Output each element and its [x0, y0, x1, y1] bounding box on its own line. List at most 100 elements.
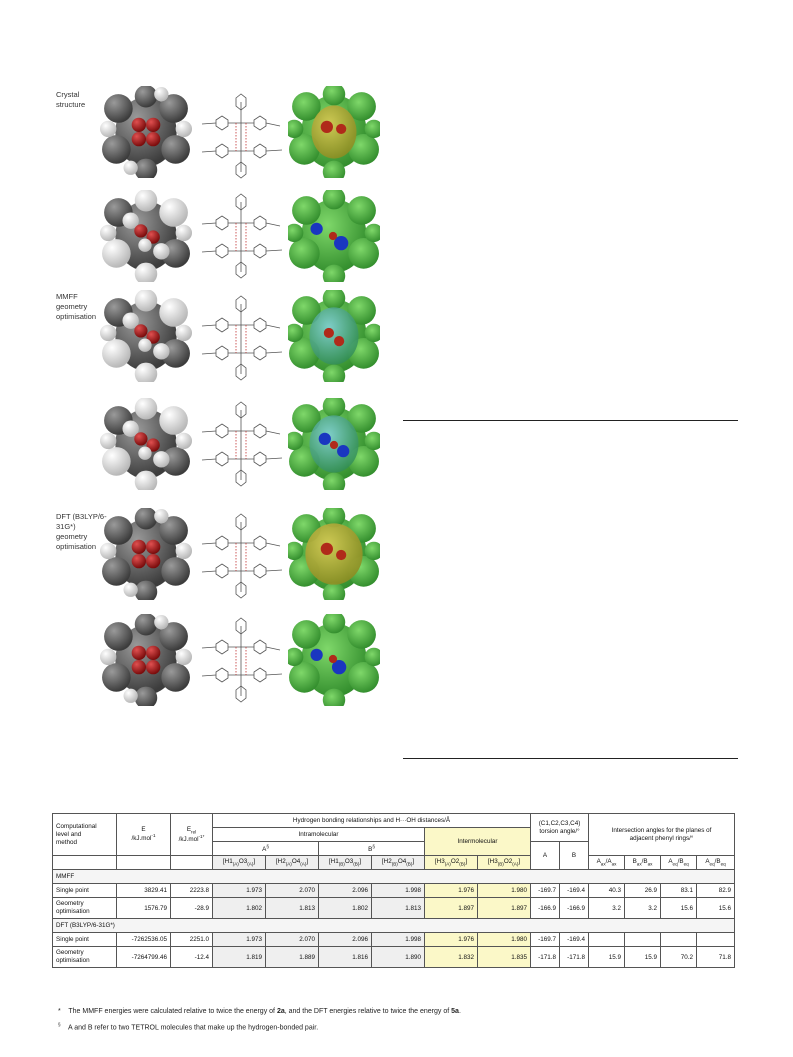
cell-distance: 1.802	[318, 897, 372, 919]
stick-model	[201, 401, 283, 487]
header-energy: E /kJ.mol-1	[116, 813, 171, 856]
cell-distance: 1.998	[371, 932, 425, 947]
cell-distance: 1.980	[477, 883, 531, 898]
cell-distance: 1.976	[424, 932, 478, 947]
header-torsion-a: A	[530, 841, 560, 870]
label-part: [H3	[434, 858, 445, 866]
cell-distance: 1.802	[212, 897, 266, 919]
label-part: O3	[238, 858, 248, 866]
header-torsion-angle: (C1,C2,C3,C4) torsion angle/°	[529, 813, 590, 842]
cell-distance: 1.835	[477, 946, 531, 968]
header-intramolecular: Intramolecular	[212, 827, 425, 842]
cell-distance: 1.897	[424, 897, 478, 919]
header-angle: Bax/Bax	[624, 855, 662, 870]
cell-torsion: -171.8	[530, 946, 560, 968]
label-part: O3	[344, 858, 354, 866]
compound-label: 5a	[451, 1008, 459, 1015]
header-distance: [H2(B)O4(B)]	[371, 855, 425, 870]
header-distance: [H1(B)O3(B)]	[318, 855, 372, 870]
cell-angle: 26.9	[624, 883, 662, 898]
stick-model	[201, 193, 283, 279]
cell-method: Geometry optimisation	[52, 897, 117, 919]
header-torsion-b: B	[558, 841, 590, 870]
header-unit: /kJ.mol	[131, 835, 152, 843]
space-filling-model	[100, 290, 192, 382]
subscript: (A)	[247, 861, 254, 867]
footnote-text: .	[458, 1008, 461, 1015]
label-part: O2	[450, 858, 460, 866]
cell-distance: 1.819	[212, 946, 266, 968]
label-part: O4	[291, 858, 301, 866]
subscript: (A)	[300, 861, 307, 867]
header-angle: Aeq/Beq	[660, 855, 698, 870]
cell-energy: 3829.41	[116, 883, 171, 898]
cell-torsion: -166.9	[558, 897, 590, 919]
cell-distance: 2.070	[265, 932, 319, 947]
subscript: ax	[636, 861, 642, 867]
horizontal-rule	[403, 420, 738, 421]
cell-torsion: -169.7	[530, 883, 560, 898]
cell-angle: 3.2	[624, 897, 662, 919]
cell-angle: 15.9	[624, 946, 662, 968]
compound-label: 2a	[276, 1008, 285, 1015]
table-row: Geometry optimisation 1576.79 -28.9 1.80…	[52, 897, 736, 919]
subscript: (A)	[512, 861, 519, 867]
table-row: Single point 3829.41 2223.8 1.973 2.070 …	[52, 883, 736, 898]
row-label-mmff: MMFF geometry optimisation	[56, 292, 96, 322]
cell-distance: 1.832	[424, 946, 478, 968]
subscript: eq	[672, 861, 678, 867]
subscript: (B)	[391, 861, 398, 867]
footnote-mark: *	[58, 1008, 61, 1015]
label-part: A	[596, 858, 601, 866]
subscript: (B)	[497, 861, 504, 867]
potential-surface	[288, 508, 380, 600]
label-part: /B	[714, 858, 721, 866]
label-part: ]	[253, 858, 256, 866]
header-line: method	[56, 838, 78, 846]
label-part: ]	[518, 858, 521, 866]
section-header-mmff: MMFF	[51, 869, 736, 884]
header-symbol: E	[186, 825, 192, 833]
footnote-energies: * The MMFF energies were calculated rela…	[58, 1008, 461, 1015]
label-part: ]	[465, 858, 468, 866]
cell-method: Single point	[52, 932, 117, 947]
header-angle: Aax/Aax	[588, 855, 626, 870]
section-header-dft: DFT (B3LYP/6-31G*)	[51, 918, 736, 933]
potential-surface	[288, 86, 380, 178]
label-part: [H1	[328, 858, 339, 866]
cell-distance: 1.998	[371, 883, 425, 898]
row-label-line: optimisation	[56, 542, 97, 551]
label-part: O2	[503, 858, 513, 866]
potential-surface	[288, 614, 380, 706]
label-part: /B	[641, 858, 648, 866]
row-label-line: geometry	[56, 532, 88, 541]
footnote-molecules: § A and B refer to two TETROL molecules …	[58, 1022, 318, 1031]
header-empty	[116, 855, 171, 870]
subscript: (B)	[406, 861, 413, 867]
subscript: eq	[709, 861, 715, 867]
cell-torsion: -166.9	[530, 897, 560, 919]
subscript: (B)	[353, 861, 360, 867]
cell-angle: 3.2	[588, 897, 626, 919]
cell-relative-energy: -28.9	[170, 897, 213, 919]
superscript: §	[266, 843, 269, 849]
cell-distance: 1.973	[212, 883, 266, 898]
row-label-crystal: Crystal structure	[56, 90, 85, 110]
space-filling-model	[100, 508, 192, 600]
space-filling-model	[100, 614, 192, 706]
cell-angle	[660, 932, 698, 947]
label-part: /B	[677, 858, 684, 866]
stick-model	[201, 93, 283, 179]
row-label-line: 31G*)	[56, 522, 76, 531]
header-line: torsion angle/°	[539, 827, 580, 835]
table-row: Geometry optimisation -7264799.46 -12.4 …	[52, 946, 736, 968]
horizontal-rule	[403, 758, 738, 759]
label-part: O4	[397, 858, 407, 866]
cell-method: Single point	[52, 883, 117, 898]
subscript: rel	[191, 829, 197, 835]
stick-model	[201, 295, 283, 381]
cell-torsion: -169.4	[558, 932, 590, 947]
potential-surface	[288, 290, 380, 382]
cell-angle: 15.6	[660, 897, 698, 919]
header-line: E	[141, 826, 146, 834]
